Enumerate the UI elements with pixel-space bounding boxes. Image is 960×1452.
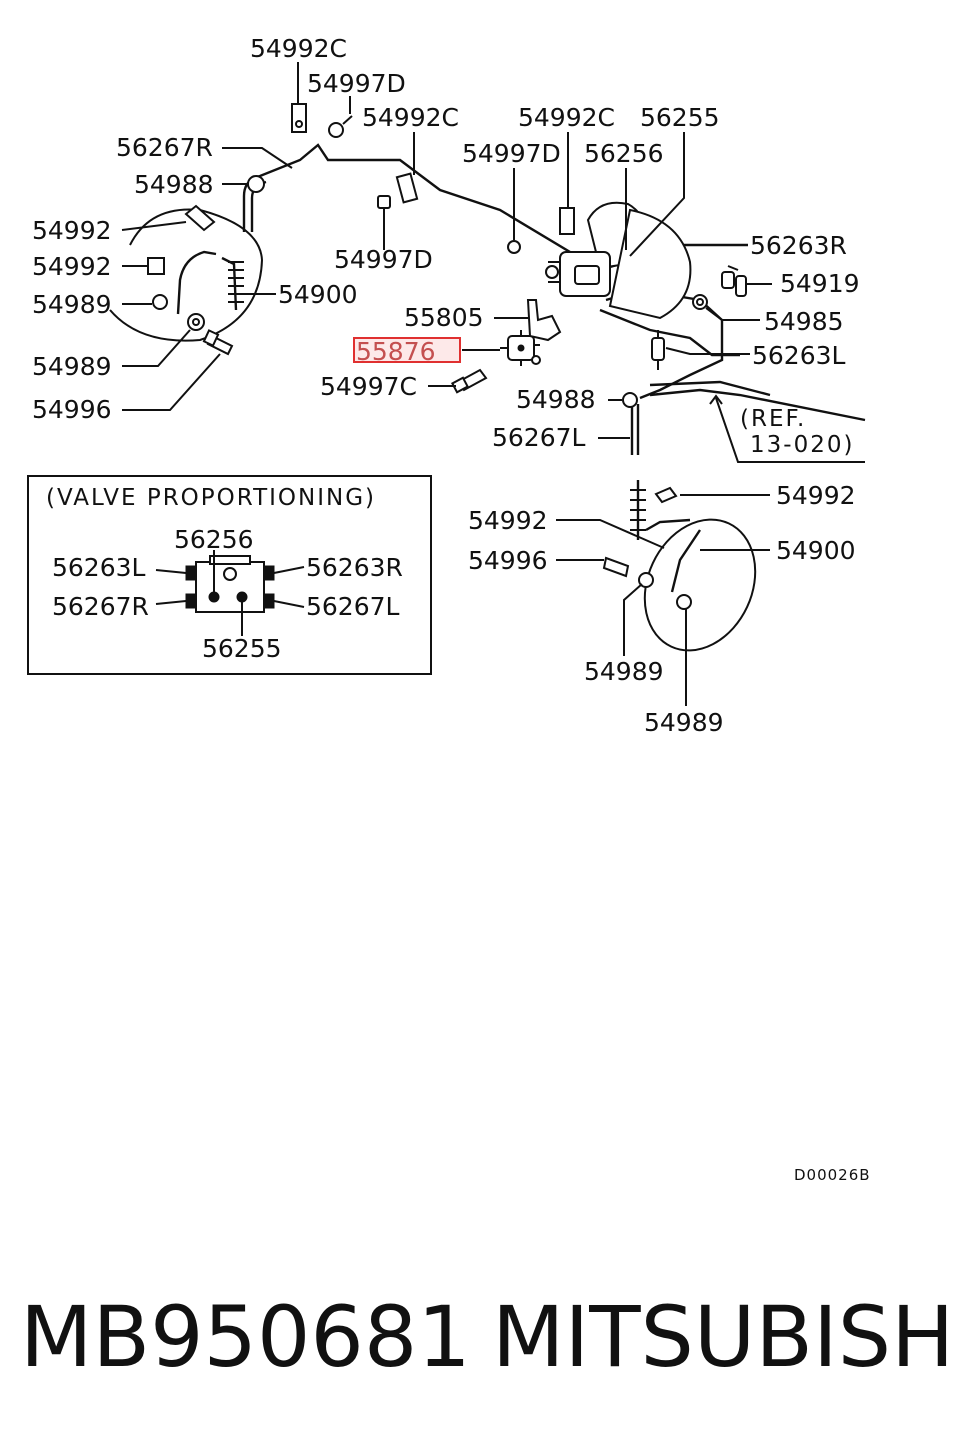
washer-54989-left2 <box>187 313 205 331</box>
label-54989-left1[interactable]: 54989 <box>32 290 112 319</box>
fitting-56263l <box>651 330 665 370</box>
label-56263r[interactable]: 56263R <box>750 231 847 260</box>
bolt-54996-left <box>202 329 234 356</box>
ref-label-line2: 13-020) <box>750 432 854 458</box>
bolt-54996-right <box>602 556 630 578</box>
label-54997d-top[interactable]: 54997D <box>307 69 406 98</box>
valve-proportioning-inset: (VALVE PROPORTIONING) 56256 56263L 56263… <box>27 475 432 675</box>
label-54900-right[interactable]: 54900 <box>776 536 856 565</box>
bolt-54997d-top <box>328 115 353 138</box>
bolt-54997c <box>451 368 488 394</box>
clip-54992-left2 <box>147 257 165 275</box>
label-56255[interactable]: 56255 <box>640 103 720 132</box>
label-55805[interactable]: 55805 <box>404 303 484 332</box>
inset-label-56263r[interactable]: 56263R <box>306 553 403 582</box>
label-54919[interactable]: 54919 <box>780 269 860 298</box>
union-54988-mid <box>622 392 638 408</box>
highlight-box-55876 <box>353 337 461 363</box>
drawing-code: D00026B <box>794 1166 871 1184</box>
ref-label-line1: (REF. <box>740 406 806 432</box>
footer-brand: MITSUBISHI <box>492 1288 960 1386</box>
bolt-54997d-mid <box>377 195 391 218</box>
clip-54992-right1 <box>654 486 678 504</box>
brake-master-cylinder <box>545 201 692 320</box>
label-56263l[interactable]: 56263L <box>752 341 846 370</box>
bracket-55805 <box>526 299 562 342</box>
label-54992-left2[interactable]: 54992 <box>32 252 112 281</box>
label-56267l[interactable]: 56267L <box>492 423 586 452</box>
inset-label-56256[interactable]: 56256 <box>174 525 254 554</box>
clip-54992c-top <box>291 103 307 133</box>
inset-label-56267l[interactable]: 56267L <box>306 592 400 621</box>
part-labels: 54992C 54997D 54992C 54992C 56255 56267R… <box>32 34 860 737</box>
label-54988-left[interactable]: 54988 <box>134 170 214 199</box>
label-54989-bottom2[interactable]: 54989 <box>644 708 724 737</box>
label-56267r[interactable]: 56267R <box>116 133 213 162</box>
label-56256[interactable]: 56256 <box>584 139 664 168</box>
label-54996-left[interactable]: 54996 <box>32 395 112 424</box>
washer-54989-left1 <box>152 294 168 310</box>
label-54985[interactable]: 54985 <box>764 307 844 336</box>
bolt-54997d-right <box>507 240 521 254</box>
brake-hose-54900-right <box>630 480 757 652</box>
clip-54919 <box>721 265 747 297</box>
inset-label-56267r[interactable]: 56267R <box>52 592 149 621</box>
label-54992c-mid[interactable]: 54992C <box>362 103 459 132</box>
label-54988-mid[interactable]: 54988 <box>516 385 596 414</box>
nut-54985 <box>692 294 708 310</box>
inset-label-56263l[interactable]: 56263L <box>52 553 146 582</box>
label-54997c[interactable]: 54997C <box>320 372 417 401</box>
clip-54992c-mid <box>395 172 419 204</box>
proportioning-valve-55876 <box>500 330 541 366</box>
label-54996-right[interactable]: 54996 <box>468 546 548 575</box>
washer-54989-bottom1 <box>638 572 654 588</box>
inset-title: (VALVE PROPORTIONING) <box>46 485 376 511</box>
leader-lines <box>121 62 865 706</box>
label-54992c-top[interactable]: 54992C <box>250 34 347 63</box>
footer-part-number: MB950681 <box>20 1288 471 1386</box>
brake-pipe-56267l <box>630 404 640 455</box>
union-54988-left <box>247 175 265 193</box>
label-54989-bottom1[interactable]: 54989 <box>584 657 664 686</box>
label-54992-left1[interactable]: 54992 <box>32 216 112 245</box>
label-54900-left[interactable]: 54900 <box>278 280 358 309</box>
label-54989-left2[interactable]: 54989 <box>32 352 112 381</box>
label-54992c-right[interactable]: 54992C <box>518 103 615 132</box>
label-54992-right1[interactable]: 54992 <box>776 481 856 510</box>
washer-54989-bottom2 <box>676 594 692 610</box>
brake-hose-54900-left <box>109 208 264 342</box>
clip-54992-left1 <box>184 204 216 232</box>
inset-valve-body <box>185 555 275 613</box>
inset-label-56255[interactable]: 56255 <box>202 634 282 663</box>
label-54997d-mid[interactable]: 54997D <box>334 245 433 274</box>
label-54997d-right[interactable]: 54997D <box>462 139 561 168</box>
label-54992-right2[interactable]: 54992 <box>468 506 548 535</box>
label-55876-highlighted[interactable]: 55876 <box>356 337 436 366</box>
clip-54992c-right <box>559 207 575 235</box>
